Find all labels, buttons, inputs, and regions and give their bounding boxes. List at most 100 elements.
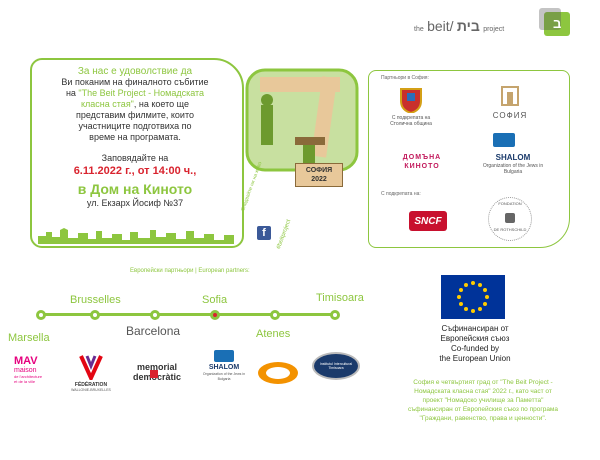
mav-logo: MAV maison de l'architecture et de la vi…: [14, 356, 54, 392]
description-line4: съфинансиран от Европейския съюз по прог…: [407, 406, 559, 413]
invite-line4: класна стая", на което ще: [32, 99, 238, 110]
mav-line3: de l'architecture: [14, 374, 43, 379]
rothschild-crest-icon: [505, 213, 515, 223]
invite-line4b: , на което ще: [133, 99, 189, 109]
sofia-partners-title: Партньори в София:: [381, 75, 429, 81]
timeline-dot-atenes: [270, 310, 280, 320]
domkinoto-bottom: КИНОТО: [404, 163, 440, 170]
domkinoto-logo: ДОМЪНА КИНОТО: [397, 153, 447, 175]
memorial-star-icon: [150, 370, 158, 378]
invite-welcome: Заповядайте на: [101, 153, 169, 163]
sofia-logo: СОФИЯ: [485, 85, 535, 125]
support-title: С подкрепата на:: [381, 191, 421, 197]
shalom-bottom-caption: Organization of the Jews in Bulgaria: [202, 372, 246, 381]
invite-line1: За нас е удоволствие да: [77, 66, 193, 77]
description-line5: "Граждани, равенство, права и ценности".: [419, 415, 547, 422]
rothschild-bottom: DE ROTHSCHILD: [493, 227, 527, 232]
rothschild-top: FONDATION: [498, 201, 522, 206]
invite-line5: представим филмите, които: [76, 110, 194, 120]
european-partners-title: Европейски партньори | European partners…: [130, 268, 250, 274]
municipality-crest-icon: [400, 88, 422, 115]
invite-address: ул. Екзарх Йосиф №37: [86, 198, 184, 208]
fwb-emblem-icon: [79, 355, 103, 383]
atenes-partner-badge-icon: [258, 362, 298, 384]
timeline-dot-brussels: [90, 310, 100, 320]
invite-line6: участниците подготвиха по: [78, 121, 192, 131]
invite-venue: в Дом на Киното: [77, 181, 193, 197]
invite-line2: Ви поканим на финалното събитие: [61, 77, 209, 87]
invite-line3: на "The Beit Project - Номадската: [32, 88, 238, 99]
shalom-wave-icon: [493, 133, 515, 147]
eu-en-line1: Co-funded by: [450, 344, 500, 353]
eu-bg-line1: Съфинансиран от: [441, 324, 509, 333]
invite-project-name: "The Beit Project - Номадската: [78, 88, 205, 98]
invitation-text: За нас е удоволствие да Ви поканим на фи…: [32, 66, 238, 209]
hashtag-text[interactable]: #beitproject: [276, 218, 293, 251]
sign-year: 2022: [311, 176, 327, 183]
shalom-bottom-logo: SHALOM Organization of the Jews in Bulga…: [198, 350, 250, 392]
partners-card: Партньори в София: С подкрепата на Столи…: [368, 70, 570, 248]
timisoara-logo: Institutul Intercultural Timisoara: [310, 352, 362, 384]
eu-bg-line2: Европейския съюз: [440, 334, 510, 343]
timeline-dot-marsella: [36, 310, 46, 320]
invitation-card: За нас е удоволствие да Ви поканим на фи…: [30, 58, 244, 248]
city-skyline-illustration: [38, 228, 234, 244]
city-atenes: Atenes: [256, 328, 291, 340]
fwb-line1: FÉDÉRATION: [74, 382, 108, 388]
timeline-line: [40, 313, 338, 316]
sncf-text: SNCF: [414, 216, 442, 227]
city-brussels: Brusselles: [70, 294, 121, 306]
city-marsella: Marsella: [8, 332, 50, 344]
memorial-line1: memorial: [136, 362, 178, 372]
domkinoto-top: ДОМЪНА: [402, 154, 442, 161]
city-barcelona: Barcelona: [126, 324, 181, 338]
shalom-bottom-wave-icon: [214, 350, 234, 362]
eu-flag: [441, 275, 505, 319]
timisoara-emblem-icon: Institutul Intercultural Timisoara: [312, 352, 360, 380]
brand-beit: beit/: [427, 18, 454, 34]
description-line1: София е четвъртият град от "The Beit Pro…: [413, 379, 553, 386]
workshop-photo: СОФИЯ 2022: [225, 55, 375, 187]
sncf-logo: SNCF: [409, 211, 447, 231]
timisoara-text: Institutul Intercultural Timisoara: [319, 362, 353, 370]
brand-hebrew: בית: [456, 18, 480, 34]
municipality-caption: С подкрепата на Столична община: [390, 115, 432, 127]
project-description: София е четвъртият град от "The Beit Pro…: [378, 378, 588, 423]
photo-illustration: [245, 68, 359, 172]
mav-title: MAV: [14, 355, 38, 367]
eu-stars-icon: [457, 281, 489, 313]
timeline-dot-barcelona: [150, 310, 160, 320]
brand-project: project: [483, 26, 505, 33]
description-line2: Номадската класна стая" 2022 г., като ча…: [414, 388, 552, 395]
brand-logo-letter: ב: [553, 16, 562, 31]
mav-line2: maison: [14, 367, 37, 374]
brand-the: the: [414, 26, 424, 33]
eu-cofunded-text: Съфинансиран от Европейския съюз Co-fund…: [420, 324, 530, 364]
city-timisoara: Timisoara: [316, 292, 364, 304]
atenes-partner-logo: [256, 360, 300, 386]
eu-en-line2: the European Union: [439, 354, 511, 363]
brand-logo-icon: ב: [539, 8, 570, 36]
invite-line7: време на програмата.: [89, 132, 181, 142]
sofia-emblem-icon: [501, 86, 519, 106]
description-line3: проект "Номадско училище за Паметта": [422, 397, 544, 404]
memorial-logo: memorial democràtic: [124, 362, 190, 386]
invite-line3a: на: [65, 88, 79, 98]
invite-date: 6.11.2022 г., от 14:00 ч.,: [73, 165, 197, 177]
mav-line4: et de la ville: [14, 378, 36, 384]
fwb-logo: FÉDÉRATION WALLONIE-BRUXELLES: [62, 354, 120, 394]
facebook-icon[interactable]: f: [257, 226, 271, 240]
shalom-bottom-text: SHALOM: [208, 364, 240, 371]
timeline-dot-sofia: [210, 310, 220, 320]
sign-text: СОФИЯ: [305, 167, 333, 174]
rothschild-logo: FONDATION DE ROTHSCHILD: [487, 197, 533, 243]
fwb-line2: WALLONIE-BRUXELLES: [71, 388, 111, 392]
timeline-dot-timisoara: [330, 310, 340, 320]
invite-line4a: класна стая": [81, 99, 134, 109]
sofia-logo-text: СОФИЯ: [492, 111, 528, 120]
brand: the beit/ בית project: [414, 18, 544, 38]
shalom-text: SHALOM: [495, 153, 531, 162]
municipality-logo: С подкрепата на Столична община: [381, 85, 441, 129]
sofia-sign: СОФИЯ 2022: [295, 163, 343, 187]
shalom-caption: Organization of the Jews in Bulgaria: [482, 162, 544, 175]
